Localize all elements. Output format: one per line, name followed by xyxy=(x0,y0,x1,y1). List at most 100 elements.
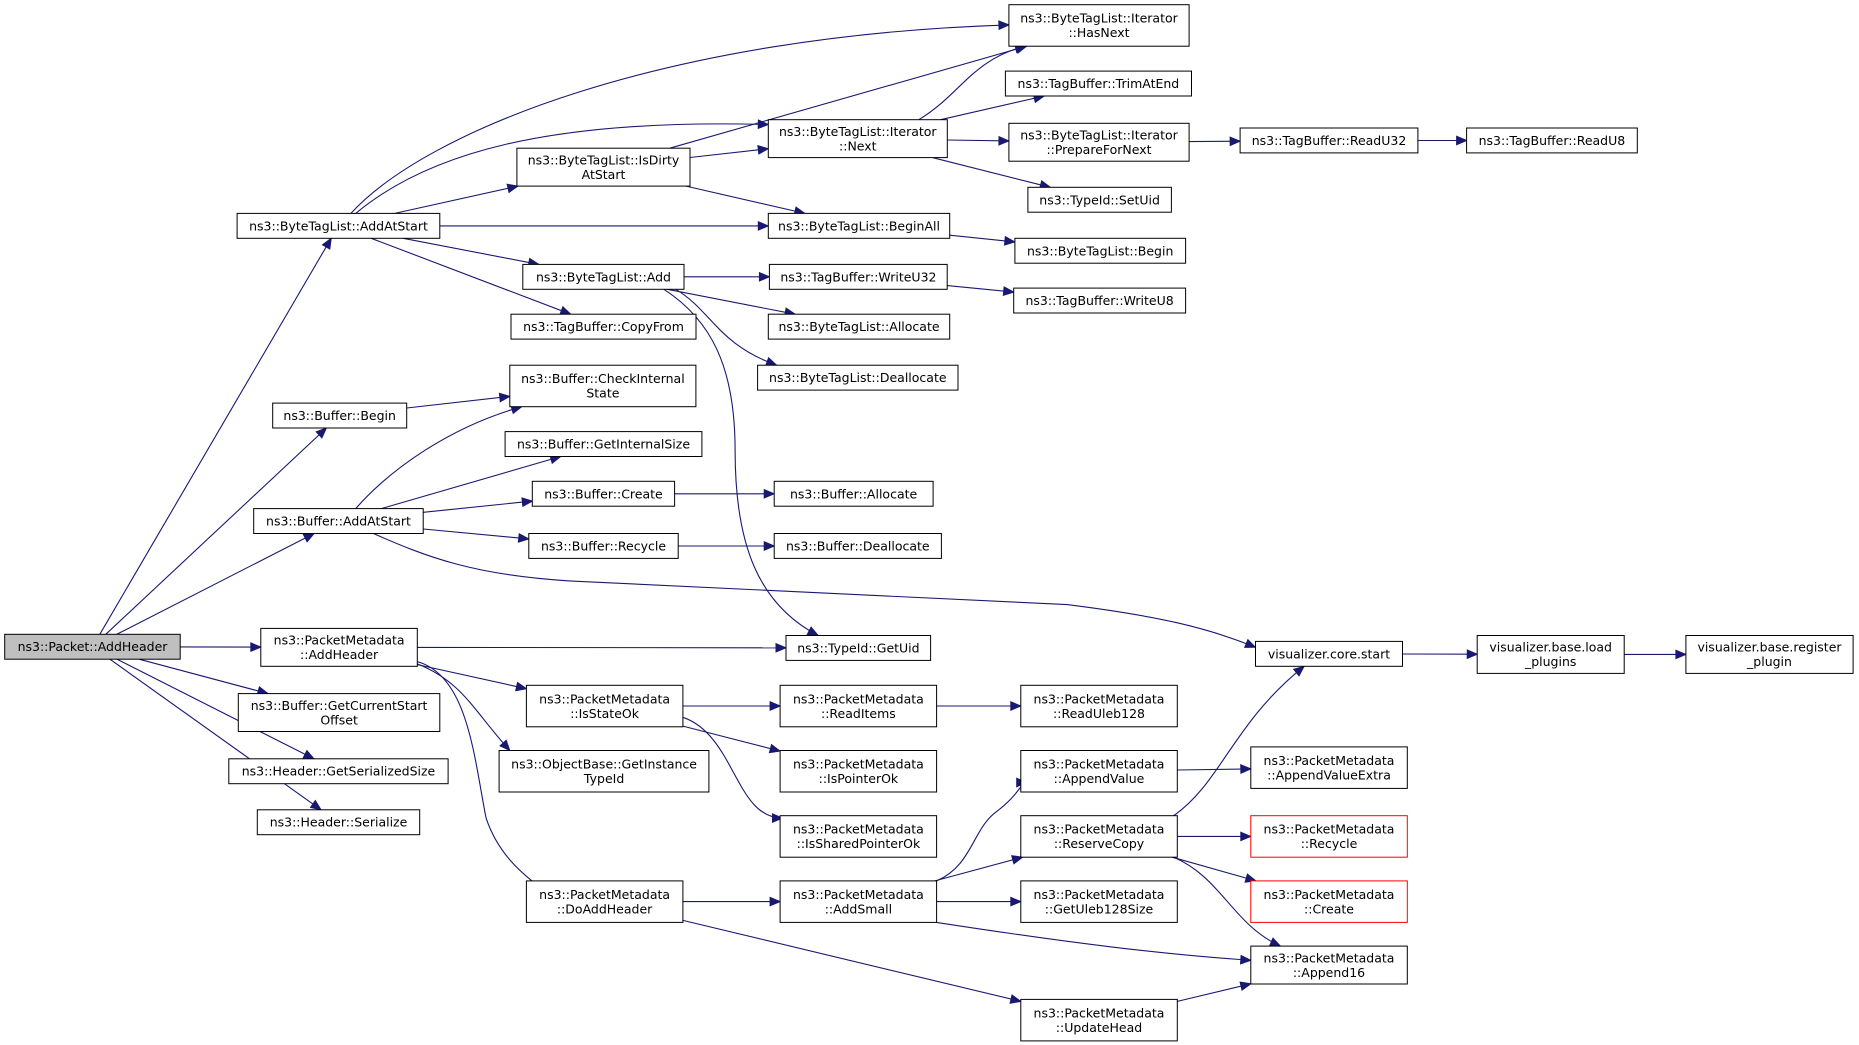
node-packet-addheader[interactable]: ns3::Packet::AddHeader xyxy=(4,633,181,660)
node-tb-trimatend[interactable]: ns3::TagBuffer::TrimAtEnd xyxy=(1004,70,1193,97)
node-buf-addatstart[interactable]: ns3::Buffer::AddAtStart xyxy=(253,508,424,535)
node-btli-next[interactable]: ns3::ByteTagList::Iterator::Next xyxy=(767,119,948,159)
node-tb-readu8[interactable]: ns3::TagBuffer::ReadU8 xyxy=(1466,127,1638,154)
edge-line xyxy=(689,148,769,159)
edge-line xyxy=(667,288,796,315)
node-box xyxy=(773,533,942,559)
call-edge-packet_addheader-to-btl_addatstart xyxy=(99,237,332,635)
node-label: ns3::TagBuffer::ReadU8 xyxy=(1479,133,1626,148)
call-edge-btl_add-to-btl_allocate xyxy=(667,288,797,318)
arrowhead xyxy=(1229,136,1242,147)
call-edge-buf_begin-to-buf_checkinternalstate xyxy=(406,392,512,409)
edge-line xyxy=(669,45,1027,149)
node-pm-doaddheader[interactable]: ns3::PacketMetadata::DoAddHeader xyxy=(525,880,684,923)
call-edge-btli_next-to-tb_trimatend xyxy=(940,93,1046,121)
node-pm-readitems[interactable]: ns3::PacketMetadata::ReadItems xyxy=(779,684,938,728)
node-box xyxy=(256,809,421,836)
node-vis-base-load-plugins[interactable]: visualizer.base.load_plugins xyxy=(1476,635,1625,674)
node-box xyxy=(228,758,449,785)
node-btl-beginall[interactable]: ns3::ByteTagList::BeginAll xyxy=(767,212,951,239)
node-buf-begin[interactable]: ns3::Buffer::Begin xyxy=(272,402,408,429)
node-pm-appendvalue[interactable]: ns3::PacketMetadata::AppendValue xyxy=(1020,750,1178,793)
node-tb-readu32[interactable]: ns3::TagBuffer::ReadU32 xyxy=(1239,127,1419,154)
node-pm-append16[interactable]: ns3::PacketMetadata::Append16 xyxy=(1250,945,1408,985)
call-edge-pm_doaddheader-to-pm_addsmall xyxy=(682,896,782,907)
node-pm-getuleb128size[interactable]: ns3::PacketMetadata::GetUleb128Size xyxy=(1020,880,1178,923)
node-box xyxy=(779,815,938,858)
node-label: ns3::TagBuffer::TrimAtEnd xyxy=(1018,76,1180,91)
node-label: ns3::PacketMetadata xyxy=(1264,753,1395,768)
node-pm-updatehead[interactable]: ns3::PacketMetadata::UpdateHead xyxy=(1020,998,1178,1042)
node-pm-create[interactable]: ns3::PacketMetadata::Create xyxy=(1250,880,1408,923)
node-buf-allocate[interactable]: ns3::Buffer::Allocate xyxy=(773,480,934,507)
node-label: ns3::PacketMetadata xyxy=(274,633,405,648)
node-vis-core-start[interactable]: visualizer.core.start xyxy=(1255,640,1403,667)
node-btl-addatstart[interactable]: ns3::ByteTagList::AddAtStart xyxy=(236,212,441,239)
node-btl-add[interactable]: ns3::ByteTagList::Add xyxy=(522,263,685,290)
call-edge-tb_writeu32-to-tb_writeu8 xyxy=(947,285,1015,296)
node-pm-readuleb128[interactable]: ns3::PacketMetadata::ReadUleb128 xyxy=(1020,684,1178,728)
call-edge-buf_create-to-buf_allocate xyxy=(674,488,776,499)
node-typeid-getuid[interactable]: ns3::TypeId::GetUid xyxy=(785,635,932,661)
node-box xyxy=(525,880,684,923)
node-typeid-setuid[interactable]: ns3::TypeId::SetUid xyxy=(1027,186,1172,213)
node-btl-deallocate[interactable]: ns3::ByteTagList::Deallocate xyxy=(757,364,959,391)
node-buf-deallocate[interactable]: ns3::Buffer::Deallocate xyxy=(773,533,942,559)
arrowhead xyxy=(1003,235,1017,246)
node-pm-addheader[interactable]: ns3::PacketMetadata::AddHeader xyxy=(260,627,418,667)
call-edge-btl_add-to-typeid_getuid xyxy=(663,288,820,637)
node-box xyxy=(1685,635,1854,674)
node-btl-allocate[interactable]: ns3::ByteTagList::Allocate xyxy=(767,313,951,340)
node-buf-getinternalsize[interactable]: ns3::Buffer::GetInternalSize xyxy=(504,431,703,458)
arrowhead xyxy=(1240,831,1253,842)
node-buf-recycle[interactable]: ns3::Buffer::Recycle xyxy=(528,533,679,559)
node-buf-create[interactable]: ns3::Buffer::Create xyxy=(531,480,676,507)
node-pm-addsmall[interactable]: ns3::PacketMetadata::AddSmall xyxy=(779,880,938,923)
node-box xyxy=(1250,880,1408,923)
node-label: ::Create xyxy=(1304,901,1354,916)
node-hdr-serialize[interactable]: ns3::Header::Serialize xyxy=(256,809,421,836)
node-box xyxy=(1020,880,1178,923)
node-tb-writeu8[interactable]: ns3::TagBuffer::WriteU8 xyxy=(1013,287,1187,314)
node-pm-appendvalueextra[interactable]: ns3::PacketMetadata::AppendValueExtra xyxy=(1250,746,1408,789)
node-label: ns3::Buffer::Deallocate xyxy=(786,539,930,554)
edge-line xyxy=(423,528,529,540)
arrowhead xyxy=(1456,135,1468,146)
node-box xyxy=(509,364,697,408)
node-label: ns3::PacketMetadata xyxy=(1264,822,1395,837)
node-label: ::ReserveCopy xyxy=(1054,836,1145,851)
call-edge-pm_addsmall-to-pm_append16 xyxy=(936,921,1253,965)
node-btl-begin[interactable]: ns3::ByteTagList::Begin xyxy=(1014,237,1187,264)
call-edge-pm_addsmall-to-pm_getuleb128size xyxy=(936,896,1023,907)
node-hdr-getserializedsize[interactable]: ns3::Header::GetSerializedSize xyxy=(228,758,449,785)
node-pm-ispointerok[interactable]: ns3::PacketMetadata::IsPointerOk xyxy=(779,750,938,793)
node-label: ns3::TypeId::SetUid xyxy=(1039,192,1160,207)
node-vis-base-register-plugin[interactable]: visualizer.base.register_plugin xyxy=(1685,635,1854,674)
node-box xyxy=(785,635,932,661)
node-btli-preparefornext[interactable]: ns3::ByteTagList::Iterator::PrepareForNe… xyxy=(1008,122,1190,162)
node-label: ns3::ByteTagList::Add xyxy=(536,269,671,284)
node-pm-isstateok[interactable]: ns3::PacketMetadata::IsStateOk xyxy=(525,684,684,728)
node-box xyxy=(525,684,684,728)
call-edge-vis_core_start-to-vis_base_load_plugins xyxy=(1402,649,1479,660)
node-box xyxy=(260,627,418,667)
node-tb-copyfrom[interactable]: ns3::TagBuffer::CopyFrom xyxy=(510,313,697,340)
node-tb-writeu32[interactable]: ns3::TagBuffer::WriteU32 xyxy=(768,263,948,290)
node-label: ns3::Buffer::AddAtStart xyxy=(266,514,411,529)
node-label: ::ReadUleb128 xyxy=(1053,706,1145,721)
call-edge-vis_base_load_plugins-to-vis_base_register_plugin xyxy=(1624,649,1688,660)
arrowhead xyxy=(763,488,776,499)
node-label: ns3::ByteTagList::Iterator xyxy=(1020,11,1178,26)
node-pm-issharedpointerok[interactable]: ns3::PacketMetadata::IsSharedPointerOk xyxy=(779,815,938,858)
node-pm-recycle[interactable]: ns3::PacketMetadata::Recycle xyxy=(1250,815,1408,858)
node-box xyxy=(522,263,685,290)
node-pm-reservecopy[interactable]: ns3::PacketMetadata::ReserveCopy xyxy=(1020,815,1178,858)
arrowhead xyxy=(559,305,572,316)
node-btli-hasnext[interactable]: ns3::ByteTagList::Iterator::HasNext xyxy=(1008,4,1190,47)
node-box xyxy=(767,119,948,159)
node-label: visualizer.base.load xyxy=(1489,640,1612,655)
